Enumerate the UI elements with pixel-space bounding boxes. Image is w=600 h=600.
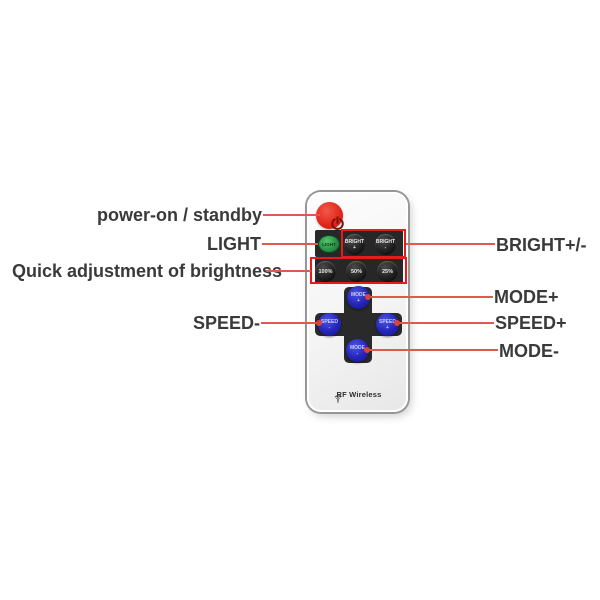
percent-group-outline bbox=[310, 257, 407, 284]
brightness-callout-line bbox=[266, 270, 311, 272]
mode-minus-button[interactable]: MODE - bbox=[346, 339, 369, 362]
brightness-50-button[interactable]: 50% bbox=[346, 261, 367, 282]
annotation-power: power-on / standby bbox=[96, 205, 262, 225]
mode-minus-callout-dot bbox=[364, 347, 370, 353]
mode-plus-sign: + bbox=[357, 297, 360, 304]
remote-body: LIGHT BRIGHT + BRIGHT - 100% 50% 25% MOD… bbox=[307, 192, 408, 412]
light-button-label: LIGHT bbox=[322, 241, 336, 247]
bright-callout-line bbox=[406, 243, 495, 245]
annotation-brightness: Quick adjustment of brightness bbox=[11, 261, 282, 281]
speed-minus-callout-dot bbox=[316, 320, 322, 326]
brand-label: RF Wireless bbox=[336, 389, 382, 399]
annotation-light: LIGHT bbox=[207, 234, 261, 254]
annotation-speed-plus: SPEED+ bbox=[495, 313, 567, 333]
mode-plus-button[interactable]: MODE + bbox=[347, 286, 370, 309]
annotation-mode-plus: MODE+ bbox=[494, 287, 559, 307]
power-callout-line bbox=[263, 214, 320, 216]
speed-plus-callout-line bbox=[396, 322, 494, 324]
light-button[interactable]: LIGHT bbox=[318, 235, 340, 253]
brightness-25-button[interactable]: 25% bbox=[377, 261, 398, 282]
speed-plus-label: SPEED bbox=[379, 318, 396, 325]
bright-plus-label: BRIGHT bbox=[344, 238, 365, 245]
annotation-mode-minus: MODE- bbox=[499, 341, 559, 361]
speed-plus-sign: + bbox=[386, 324, 389, 331]
bright-minus-button[interactable]: BRIGHT - bbox=[375, 234, 396, 255]
bright-group-outline bbox=[341, 229, 406, 258]
light-callout-line bbox=[262, 243, 318, 245]
speed-plus-callout-dot bbox=[394, 320, 400, 326]
brightness-100-label: 100% bbox=[318, 268, 333, 275]
annotation-speed-minus: SPEED- bbox=[192, 313, 260, 333]
annotation-bright: BRIGHT+/- bbox=[496, 235, 587, 255]
brightness-25-label: 25% bbox=[381, 268, 393, 275]
bright-minus-label: BRIGHT bbox=[375, 238, 396, 245]
speed-minus-sign: - bbox=[328, 324, 331, 331]
brightness-50-label: 50% bbox=[350, 268, 362, 275]
speed-minus-label: SPEED bbox=[321, 318, 338, 325]
mode-minus-sign: - bbox=[356, 350, 359, 357]
mode-plus-callout-line bbox=[367, 296, 493, 298]
mode-plus-callout-dot bbox=[365, 294, 371, 300]
mode-minus-label: MODE bbox=[350, 344, 365, 351]
brightness-100-button[interactable]: 100% bbox=[315, 261, 336, 282]
bright-plus-button[interactable]: BRIGHT + bbox=[344, 234, 365, 255]
mode-plus-label: MODE bbox=[351, 291, 366, 298]
power-button[interactable] bbox=[316, 202, 344, 230]
mode-minus-callout-line bbox=[366, 349, 498, 351]
bright-plus-sign: + bbox=[353, 244, 356, 251]
speed-plus-button[interactable]: SPEED + bbox=[376, 313, 399, 336]
speed-minus-button[interactable]: SPEED - bbox=[318, 313, 341, 336]
brand-row: RF Wireless bbox=[307, 387, 408, 403]
bright-minus-sign: - bbox=[384, 244, 387, 251]
speed-minus-callout-line bbox=[261, 322, 321, 324]
